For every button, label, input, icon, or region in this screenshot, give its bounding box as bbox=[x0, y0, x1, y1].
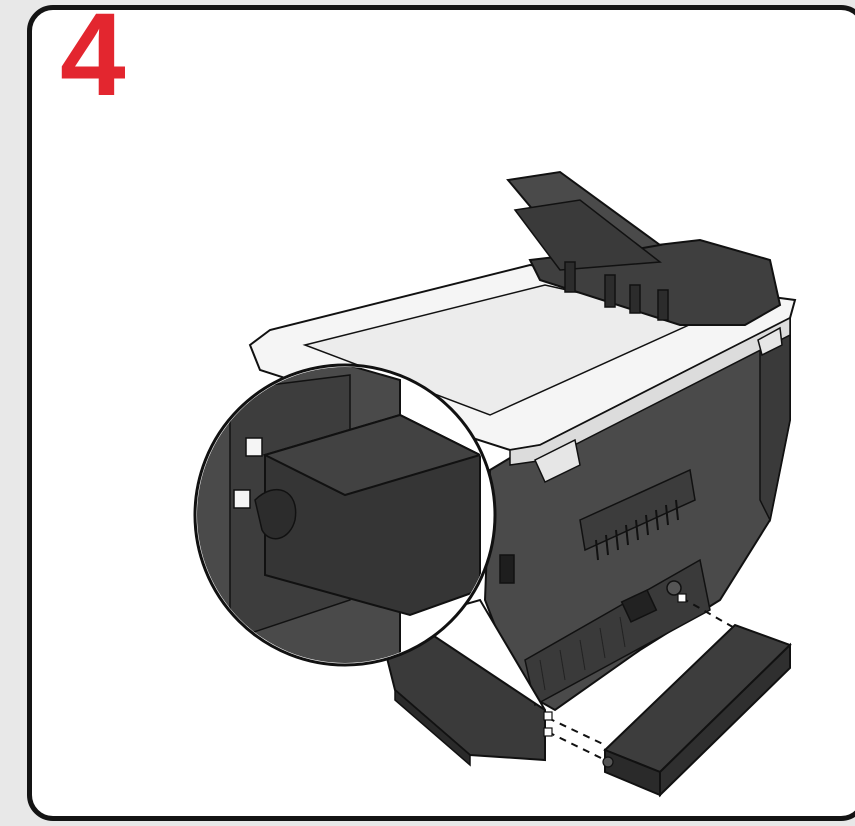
paper-guides bbox=[564, 261, 669, 321]
side-port bbox=[499, 554, 515, 584]
printer-base bbox=[378, 628, 546, 767]
document-feeder bbox=[506, 170, 782, 326]
power-socket bbox=[620, 589, 658, 623]
power-switch-icon bbox=[666, 580, 682, 596]
magnified-callout bbox=[193, 363, 546, 711]
step-number: 4 bbox=[60, 5, 126, 121]
printer-body bbox=[483, 303, 791, 712]
ribbed-panel bbox=[539, 616, 626, 691]
connector-holes bbox=[543, 593, 687, 737]
vent-slots bbox=[595, 499, 679, 561]
alignment-guides bbox=[547, 597, 739, 761]
power-supply-module bbox=[602, 623, 792, 798]
